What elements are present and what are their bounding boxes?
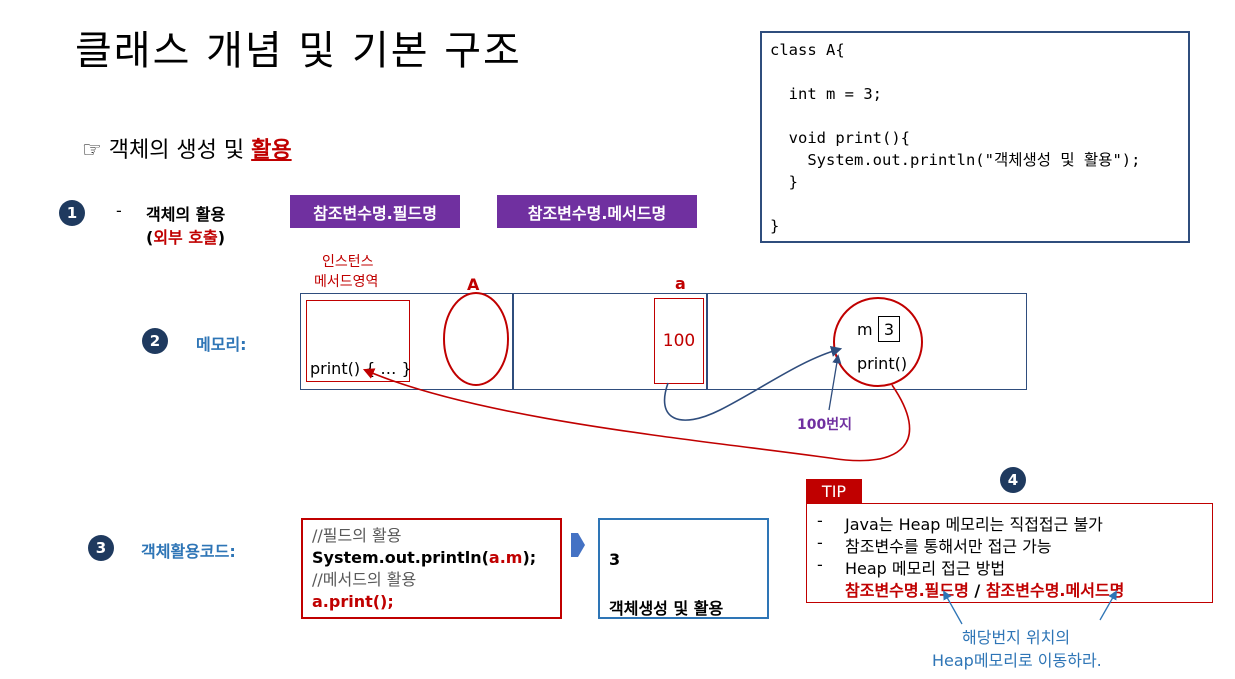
code-line: } — [770, 217, 780, 235]
step-3-badge: 3 — [88, 535, 114, 561]
dash: - — [116, 201, 122, 220]
step-4-badge: 4 — [1000, 467, 1026, 493]
tip-box — [806, 503, 1213, 603]
tip-line-3-dash: - — [817, 555, 823, 574]
tip-line-2-dash: - — [817, 533, 823, 552]
paren-close: ) — [217, 228, 226, 247]
tip-access-method: 참조변수명.메서드명 — [985, 581, 1125, 600]
println-suffix: ); — [522, 548, 537, 567]
tip-access-field: 참조변수명.필드명 — [845, 581, 969, 600]
class-a-label: A — [467, 275, 480, 294]
usage-code-label: 객체활용코드: — [141, 542, 236, 561]
method-call-line: a.print(); — [312, 592, 394, 611]
output-line-1: 3 — [609, 550, 621, 569]
address-label: 100번지 — [797, 417, 852, 433]
tip-label: TIP — [806, 479, 862, 503]
field-m-value: 3 — [878, 316, 900, 342]
tip-line-1: Java는 Heap 메모리는 직접접근 불가 — [845, 515, 1103, 534]
code-line: } — [770, 173, 798, 191]
var-a-label: a — [675, 274, 686, 293]
subtitle-highlight: 활용 — [251, 138, 292, 163]
method-link-arrow — [362, 368, 911, 462]
tip-line-1-dash: - — [817, 511, 823, 530]
tip-note-arrow-left — [943, 590, 963, 625]
method-area-box — [306, 300, 410, 382]
code-line: System.out.println("객체생성 및 활용"); — [770, 151, 1141, 169]
comment-field-usage: //필드의 활용 — [312, 526, 402, 545]
tip-note-1: 해당번지 위치의 — [962, 628, 1071, 647]
output-box — [598, 518, 769, 619]
step-2-badge: 2 — [142, 328, 168, 354]
println-arg: a.m — [488, 548, 523, 567]
usage-label: 객체의 활용 — [146, 205, 226, 224]
method-access-box: 참조변수명.메서드명 — [497, 195, 697, 228]
reference-var-box: 100 — [654, 298, 704, 384]
external-call-text: 외부 호출 — [153, 228, 218, 247]
object-print-method: print() — [857, 354, 908, 373]
tip-note-2: Heap메모리로 이동하라. — [932, 651, 1102, 670]
field-access-box: 참조변수명.필드명 — [290, 195, 460, 228]
code-line: int m = 3; — [770, 85, 882, 103]
memory-box — [300, 293, 1027, 390]
usage-code-lines: //필드의 활용 System.out.println(a.m); //메서드의… — [312, 525, 536, 613]
section-subtitle: ☞ 객체의 생성 및 활용 — [82, 132, 292, 164]
class-a-ellipse — [443, 292, 509, 386]
usage-code-box — [301, 518, 562, 619]
step-1-badge: 1 — [59, 200, 85, 226]
method-area-label-2: 메서드영역 — [314, 274, 379, 290]
code-line: void print(){ — [770, 129, 910, 147]
method-area-label-1: 인스턴스 — [322, 254, 374, 270]
memory-divider-2 — [706, 293, 708, 390]
memory-divider-1 — [512, 293, 514, 390]
method-area-print: print() { … } — [310, 359, 412, 378]
println-line: System.out.println(a.m); — [312, 547, 536, 569]
memory-label: 메모리: — [196, 335, 247, 354]
output-arrow — [571, 533, 585, 557]
output-line-2: 객체생성 및 활용 — [609, 599, 724, 618]
page-title: 클래스 개념 및 기본 구조 — [75, 28, 522, 74]
tip-access-line: 참조변수명.필드명 / 참조변수명.메서드명 — [845, 577, 1124, 601]
field-m-name: m — [857, 320, 873, 339]
comment-method-usage: //메서드의 활용 — [312, 570, 417, 589]
paren-open: ( — [146, 228, 154, 247]
reference-arrow — [663, 345, 843, 421]
tip-note-arrow-right — [1099, 590, 1117, 621]
tip-line-3: Heap 메모리 접근 방법 — [845, 559, 1006, 578]
println-prefix: System.out.println( — [312, 548, 489, 567]
subtitle-prefix: ☞ 객체의 생성 및 — [82, 138, 252, 163]
class-code-box: class A{​ int m = 3;​ void print(){ Syst… — [760, 31, 1190, 243]
tip-line-2: 참조변수를 통해서만 접근 가능 — [845, 537, 1052, 556]
address-pointer — [828, 354, 842, 411]
external-call-label: (외부 호출) — [146, 224, 225, 248]
object-circle — [833, 297, 923, 387]
code-line: class A{ — [770, 41, 845, 59]
tip-access-sep: / — [968, 581, 986, 600]
